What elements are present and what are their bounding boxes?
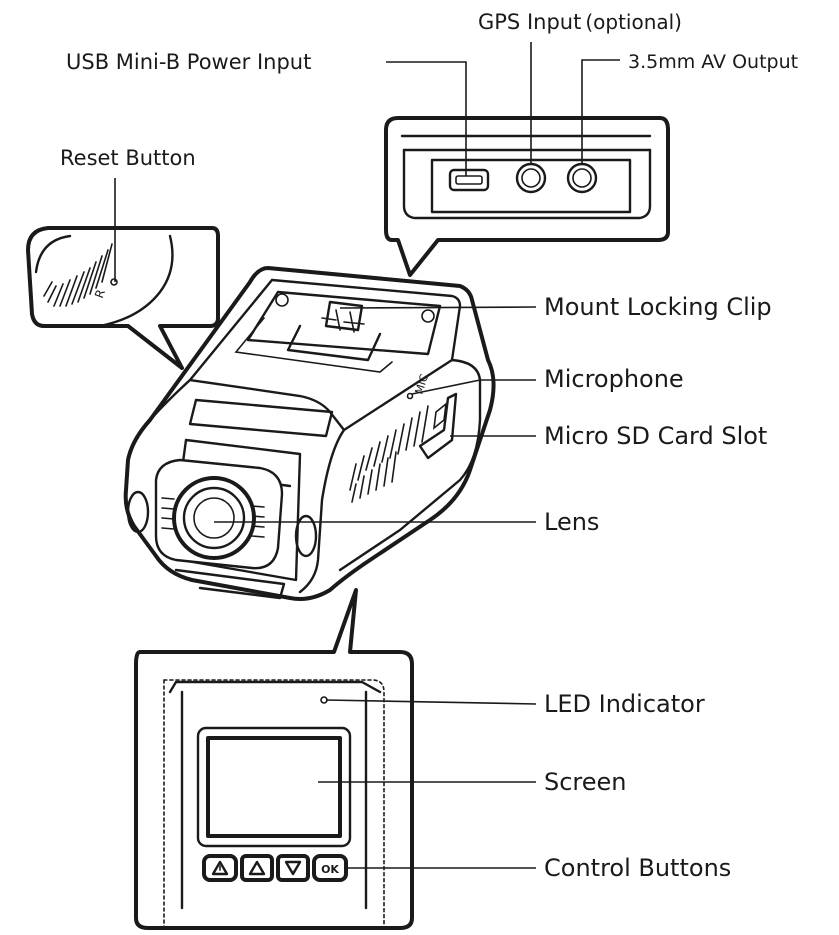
- mount-plate: [234, 290, 442, 373]
- labels: USB Mini-B Power Input GPS Input(optiona…: [60, 10, 798, 882]
- av-output-label: 3.5mm AV Output: [628, 51, 798, 73]
- reset-pinhole-icon: [110, 278, 118, 286]
- lens-vent-right: [251, 505, 265, 538]
- usb-power-label: USB Mini-B Power Input: [66, 50, 311, 74]
- emergency-lock-button[interactable]: [202, 854, 238, 882]
- reset-callout: R: [26, 226, 220, 370]
- microphone-hole-icon: [406, 392, 414, 400]
- triangle-up-icon: [248, 860, 266, 876]
- side-vent-grille: [349, 405, 429, 503]
- down-button[interactable]: [276, 854, 310, 882]
- ports-callout: [384, 116, 670, 277]
- gps-input-label: GPS Input(optional): [478, 10, 682, 34]
- mount-clip-label: Mount Locking Clip: [544, 293, 772, 321]
- screen-label: Screen: [544, 768, 627, 796]
- reset-button-label: Reset Button: [60, 146, 196, 170]
- lens-label: Lens: [544, 508, 599, 536]
- ok-button-label: OK: [321, 863, 339, 876]
- mic-mark: MIC: [412, 372, 431, 396]
- up-button[interactable]: [240, 854, 274, 882]
- warning-icon: [211, 860, 229, 876]
- mount-locking-clip: [286, 300, 382, 362]
- reset-grille: [43, 243, 113, 307]
- leader-lines: [114, 42, 620, 869]
- lens-icon: [172, 476, 256, 560]
- micro-sd-slot: [418, 392, 458, 460]
- lens-vent-left: [161, 497, 175, 530]
- screen-callout: OK: [134, 588, 414, 930]
- dashcam-body: MIC: [123, 266, 496, 601]
- triangle-down-icon: [284, 860, 302, 876]
- control-buttons-label: Control Buttons: [544, 854, 731, 882]
- display-screen: [196, 726, 352, 848]
- usb-mini-b-port-icon: [448, 168, 490, 192]
- ok-button[interactable]: OK: [312, 854, 348, 882]
- led-label: LED Indicator: [544, 690, 705, 718]
- control-buttons: OK: [202, 854, 348, 882]
- microphone-label: Microphone: [544, 365, 684, 393]
- sd-slot-label: Micro SD Card Slot: [544, 422, 767, 450]
- front-lens-housing: [126, 398, 334, 600]
